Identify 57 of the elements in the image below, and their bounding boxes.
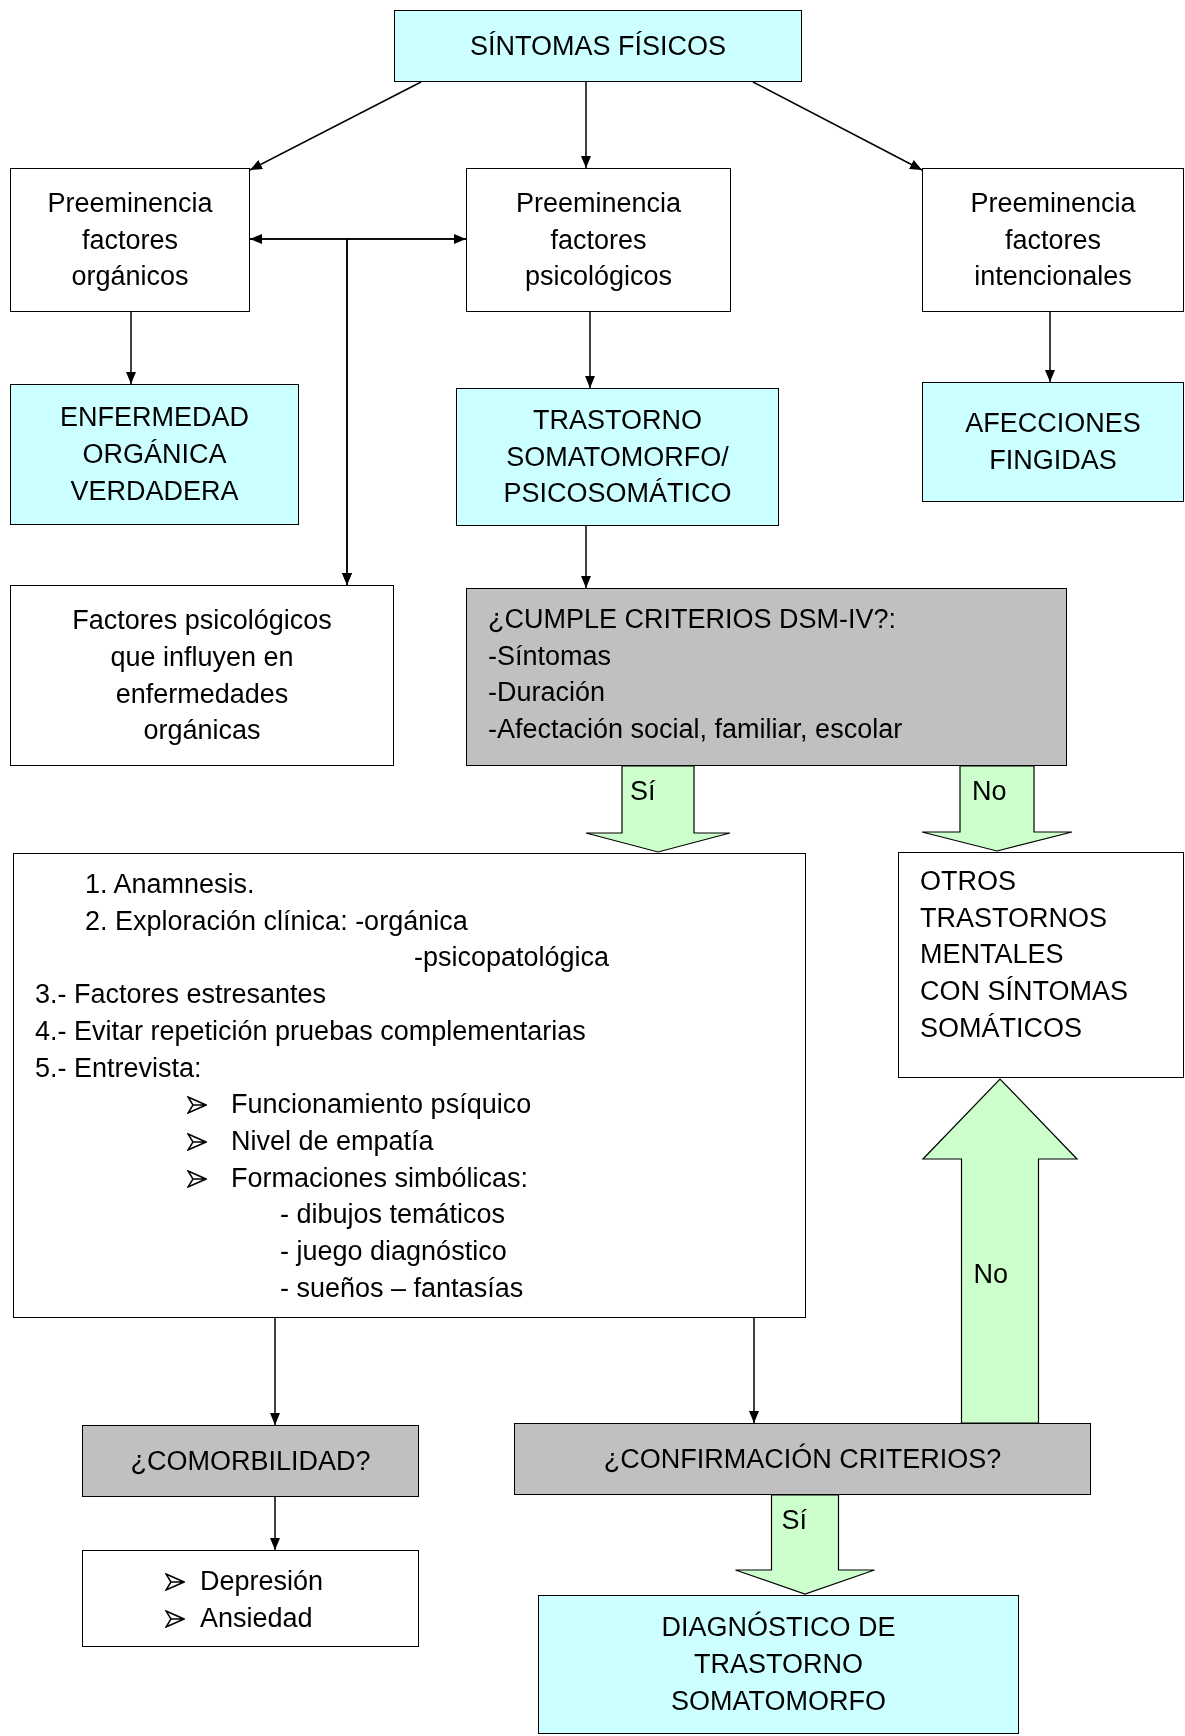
box-text: DIAGNÓSTICO DE TRASTORNO SOMATOMORFO (660, 1610, 897, 1718)
box-text: AFECCIONES FINGIDAS (964, 407, 1142, 477)
decision-box (466, 588, 1067, 766)
list-item: Formaciones simbólicas: (231, 1161, 529, 1195)
box-text: Factores psicológicos que influyen en enfermedades orgánicas (71, 604, 333, 748)
decision-box (82, 1425, 419, 1497)
box-text: TRASTORNO SOMATOMORFO/ PSICOSOMÁTICO (502, 403, 733, 511)
arrow (581, 81, 591, 169)
diagnosis-box (538, 1595, 1019, 1734)
outcome-box (456, 388, 779, 526)
list-item: ¿CUMPLE CRITERIOS DSM-IV?: (488, 603, 897, 636)
box-text: ENFERMEDAD ORGÁNICA VERDADERA (59, 401, 250, 508)
list-item: 3.- Factores estresantes (35, 978, 327, 1012)
outcome-box (898, 852, 1184, 1078)
arrow (270, 1496, 280, 1551)
list-item: 2. Exploración clínica: -orgánica (85, 904, 468, 938)
list-item: Depresión (200, 1565, 324, 1598)
block-arrow (921, 1078, 1079, 1424)
decision-box (514, 1423, 1091, 1495)
box-text: Preeminencia factores orgánicos (46, 186, 214, 294)
list-item: -Síntomas (488, 639, 612, 673)
arrow (749, 1317, 759, 1424)
start-box (394, 10, 802, 82)
box-text: OTROS TRASTORNOS MENTALES CON SÍNTOMAS SOMÁTICOS (920, 865, 1130, 1045)
arrow (249, 81, 422, 171)
list-item: 4.- Evitar repetición pruebas complementarias (35, 1014, 586, 1048)
box-text: ¿COMORBILIDAD? (130, 1444, 371, 1478)
outcome-box (922, 382, 1184, 502)
category-box (10, 168, 250, 312)
box-text: SÍNTOMAS FÍSICOS (469, 29, 726, 63)
box-text: Preeminencia factores psicológicos (514, 186, 683, 294)
box-text: ¿CONFIRMACIÓN CRITERIOS? (603, 1442, 1002, 1476)
outcome-box (10, 384, 299, 525)
category-box (922, 168, 1184, 312)
outcome-box (10, 585, 394, 766)
arrow (270, 1317, 280, 1426)
list-item: Funcionamiento psíquico (231, 1088, 532, 1122)
list-item: -Afectación social, familiar, escolar (488, 713, 903, 747)
category-box (466, 168, 731, 312)
box-text: Preeminencia factores intencionales (969, 186, 1137, 294)
list-item: - sueños – fantasías (280, 1271, 524, 1305)
arrow (752, 81, 923, 171)
list-item: Nivel de empatía (231, 1124, 434, 1158)
list-box (82, 1550, 419, 1647)
list-item: -psicopatológica (414, 941, 610, 975)
steps-box (13, 853, 806, 1318)
list-item: 5.- Entrevista: (35, 1051, 202, 1085)
list-item: - juego diagnóstico (280, 1235, 507, 1268)
list-item: - dibujos temáticos (280, 1198, 506, 1232)
arrow (1045, 311, 1055, 383)
arrow (585, 311, 595, 389)
list-item: Ansiedad (200, 1601, 313, 1635)
list-item: 1. Anamnesis. (85, 868, 255, 901)
arrow (342, 238, 467, 586)
arrow (126, 311, 136, 385)
arrow (581, 525, 591, 589)
list-item: -Duración (488, 676, 606, 710)
